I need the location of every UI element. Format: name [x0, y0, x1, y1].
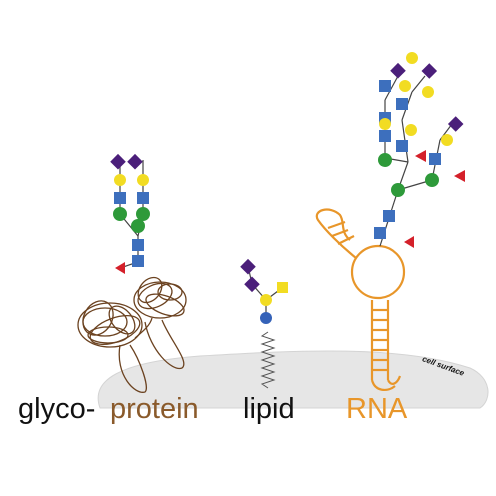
galactose-circle-icon — [406, 52, 418, 64]
sialic-acid-diamond-icon — [244, 276, 260, 293]
galactose-circle-icon — [405, 124, 417, 136]
fucose-triangle-icon — [404, 236, 414, 248]
galactose-circle-icon — [399, 80, 411, 92]
glyco-prefix-label: glyco- — [18, 393, 95, 425]
glcnac-square-icon — [132, 239, 144, 251]
mannose-circle-icon — [131, 219, 145, 233]
sialic-acid-diamond-icon — [127, 153, 143, 170]
rna-glycan-monosaccharides — [374, 52, 465, 248]
galactose-circle-icon — [137, 174, 149, 186]
galactose-circle-icon — [114, 174, 126, 186]
glcnac-square-icon — [383, 210, 395, 222]
sialic-acid-diamond-icon — [110, 153, 126, 170]
mannose-circle-icon — [136, 207, 150, 221]
mannose-circle-icon — [425, 173, 439, 187]
rna-label: RNA — [346, 393, 408, 425]
lipid-glycan — [247, 265, 283, 318]
glcnac-square-icon — [429, 153, 441, 165]
mannose-circle-icon — [113, 207, 127, 221]
cell-membrane — [97, 350, 489, 409]
lipid-tail — [260, 331, 276, 389]
galnac-square-icon — [277, 282, 288, 293]
fucose-triangle-icon — [115, 262, 125, 274]
glucose-circle-icon — [260, 312, 272, 324]
rna-structure — [315, 208, 406, 392]
galactose-circle-icon — [260, 294, 272, 306]
fucose-triangle-icon — [454, 170, 465, 182]
sialic-acid-diamond-icon — [240, 258, 256, 275]
protein-label: protein — [110, 393, 199, 425]
protein-structure — [77, 276, 187, 393]
glcnac-square-icon — [379, 130, 391, 142]
glcnac-square-icon — [379, 80, 391, 92]
lipid-label: lipid — [243, 393, 295, 425]
glcnac-square-icon — [114, 192, 126, 204]
glcnac-square-icon — [374, 227, 386, 239]
lipid-glycan-monosaccharides — [240, 258, 288, 324]
sialic-acid-diamond-icon — [447, 116, 464, 132]
galactose-circle-icon — [422, 86, 434, 98]
protein-glycan-monosaccharides — [110, 153, 150, 274]
glcnac-square-icon — [137, 192, 149, 204]
glcnac-square-icon — [132, 255, 144, 267]
sialic-acid-diamond-icon — [421, 63, 438, 79]
glcnac-square-icon — [396, 98, 408, 110]
galactose-circle-icon — [379, 118, 391, 130]
galactose-circle-icon — [441, 134, 453, 146]
mannose-circle-icon — [378, 153, 392, 167]
glcnac-square-icon — [396, 140, 408, 152]
sialic-acid-diamond-icon — [390, 62, 406, 79]
mannose-circle-icon — [391, 183, 405, 197]
fucose-triangle-icon — [415, 150, 426, 162]
